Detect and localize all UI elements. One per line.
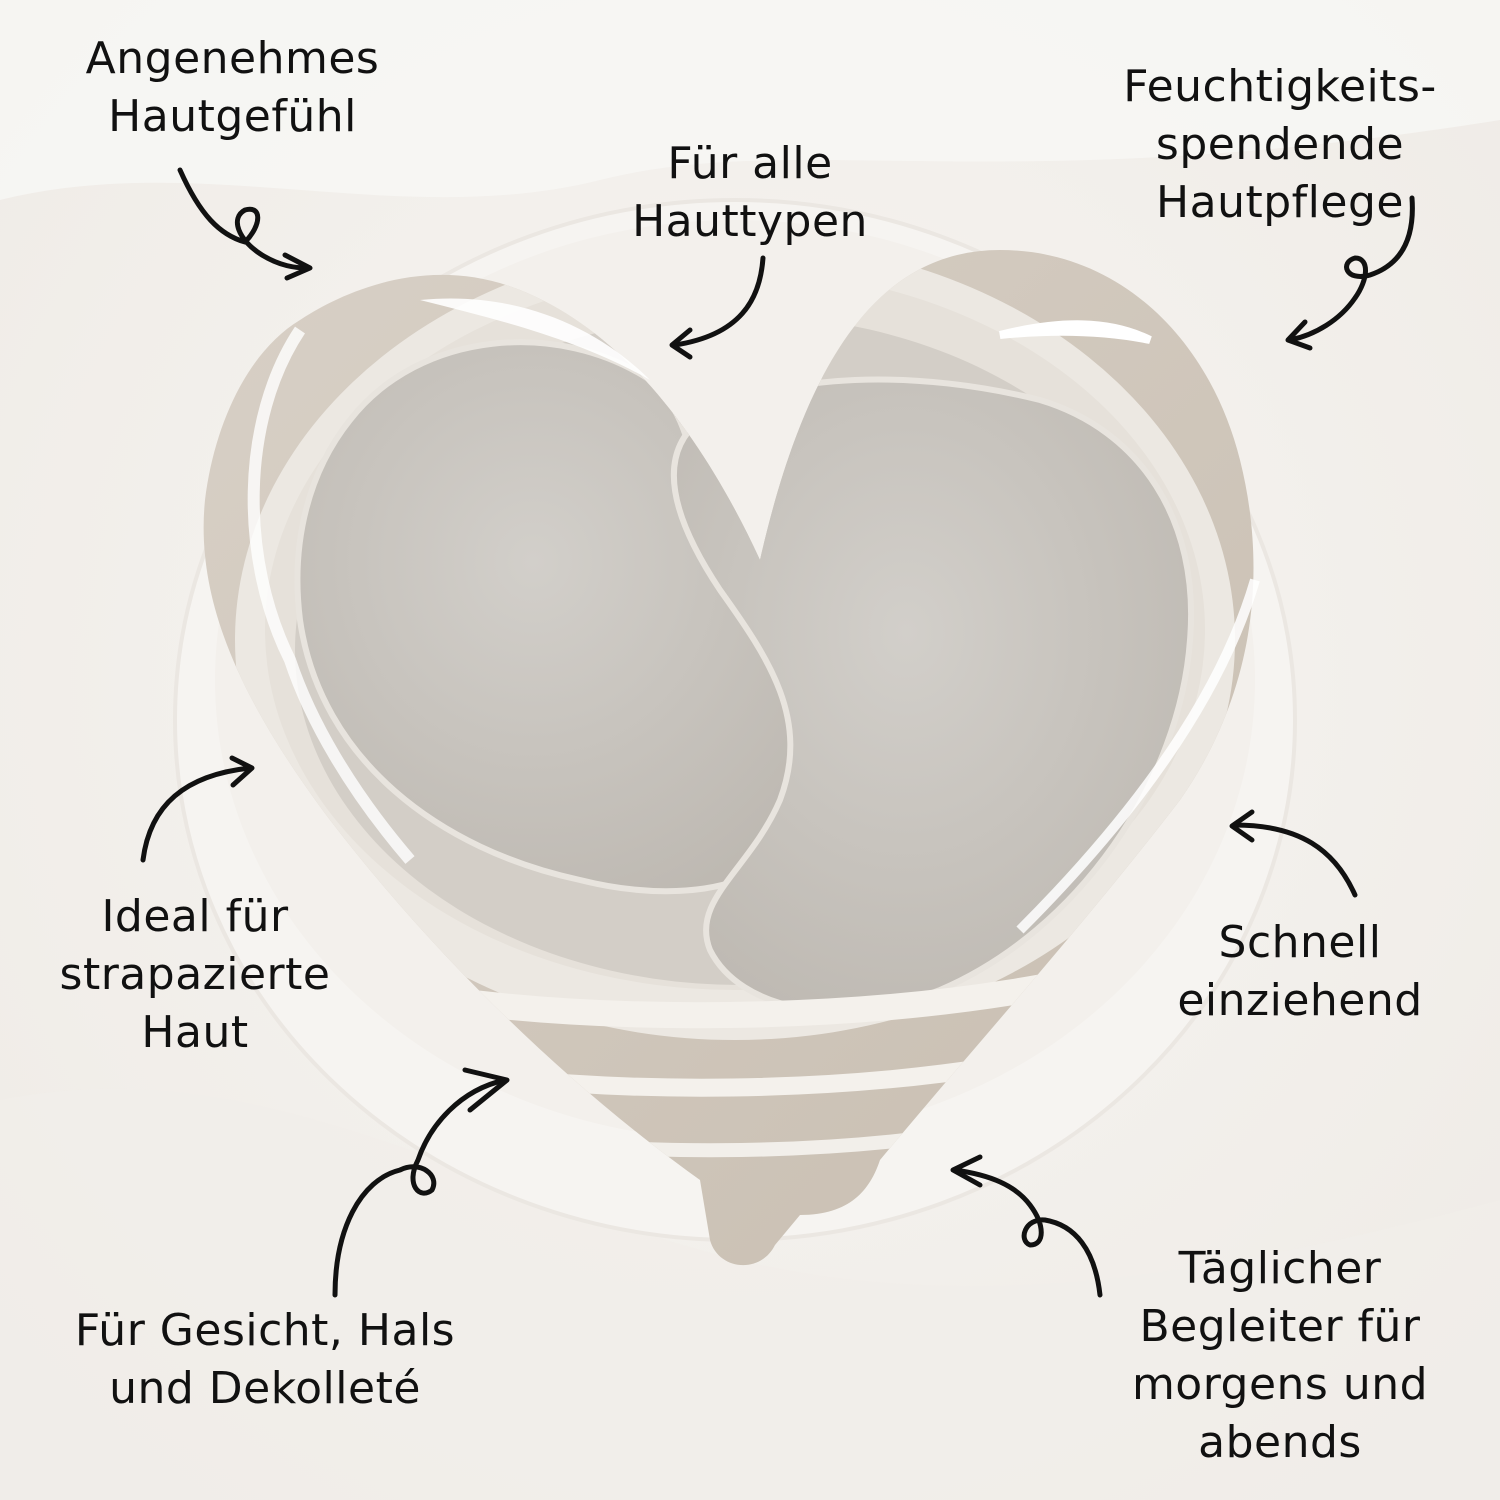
fabric-fold [0,0,1500,200]
callout-line: abends [1198,1417,1362,1468]
callout-all-skin-types: Für alle Hauttypen [600,135,900,251]
callout-line: einziehend [1177,975,1423,1026]
callout-daily-companion: Täglicher Begleiter für morgens und aben… [1110,1240,1450,1472]
callout-line: Für alle [667,138,833,189]
curly-arrow-down-left-icon [1285,195,1415,351]
callout-line: Hautgefühl [108,91,357,142]
callout-line: und Dekolleté [109,1363,421,1414]
callout-comfortable-feel: Angenehmes Hautgefühl [60,30,405,146]
callout-stressed-skin: Ideal für strapazierte Haut [40,888,350,1062]
callout-line: Täglicher [1178,1243,1382,1294]
curved-arrow-up-left-icon [1229,809,1358,898]
callout-line: spendende [1155,119,1405,170]
curly-arrow-down-right-icon [177,167,313,281]
callout-line: Haut [141,1007,249,1058]
jar-interior [234,250,1246,1158]
curved-arrow-down-left-icon [669,255,766,360]
heart-highlight-left [420,298,650,380]
callout-line: Für Gesicht, Hals [74,1305,456,1356]
fabric-fold [0,1088,1500,1500]
callout-line: Ideal für [101,891,289,942]
heart-highlight-left-edge [247,326,415,864]
callout-line: Begleiter für [1139,1301,1421,1352]
callout-line: Hauttypen [632,196,868,247]
curved-arrow-up-right-icon [140,755,255,863]
heart-highlight-right [999,320,1152,344]
callout-line: morgens und [1131,1359,1429,1410]
callout-line: Angenehmes [85,33,380,84]
callout-line: Schnell [1218,917,1382,968]
callout-line: Hautpflege [1156,177,1404,228]
curly-arrow-up-right-icon [332,1067,510,1298]
callout-face-neck-decollete: Für Gesicht, Hals und Dekolleté [60,1302,470,1418]
callout-line: Feuchtigkeits- [1123,61,1437,112]
callout-fast-absorbing: Schnell einziehend [1150,914,1450,1030]
curly-arrow-up-left-icon [950,1154,1103,1298]
callout-moisturizing-care: Feuchtigkeits- spendende Hautpflege [1090,58,1470,232]
callout-line: strapazierte [59,949,331,1000]
heart-highlight-right-edge [1016,578,1260,934]
